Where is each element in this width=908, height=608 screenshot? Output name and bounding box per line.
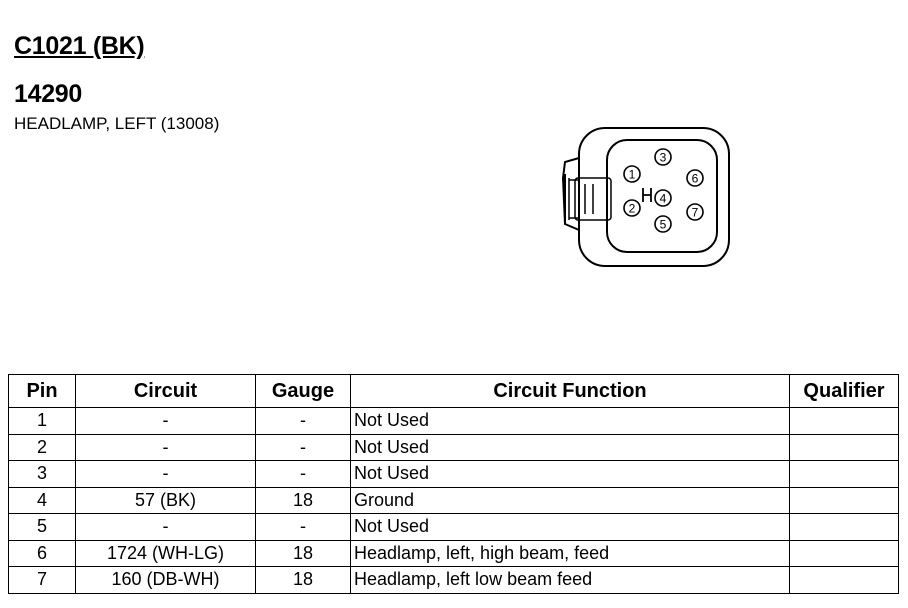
pin-cavity: 3: [654, 148, 672, 166]
col-header-qualifier: Qualifier: [789, 374, 899, 408]
cell-qualifier: [789, 566, 899, 594]
cell-gauge: 18: [255, 539, 351, 567]
table-row: 1 - - Not Used: [8, 407, 899, 435]
col-header-circuit: Circuit: [75, 374, 256, 408]
cell-gauge: 18: [255, 486, 351, 514]
connector-latch: [561, 157, 580, 231]
pin-cavities: 1 2 3 4 5 6 7: [623, 148, 704, 233]
table-row: 4 57 (BK) 18 Ground: [8, 486, 899, 514]
cell-gauge: -: [255, 407, 351, 435]
col-header-circuit-function: Circuit Function: [350, 374, 790, 408]
cell-circuit: -: [75, 460, 256, 488]
table-row: 5 - - Not Used: [8, 513, 899, 541]
pin-cavity: 6: [686, 169, 704, 187]
cell-qualifier: [789, 460, 899, 488]
pin-number-label: 3: [660, 151, 667, 165]
pin-cavity: 7: [686, 203, 704, 221]
cell-circuit: 160 (DB-WH): [75, 566, 256, 594]
cell-qualifier: [789, 539, 899, 567]
pinout-table: Pin Circuit Gauge Circuit Function Quali…: [8, 374, 899, 594]
cell-function: Headlamp, left low beam feed: [350, 566, 790, 594]
cell-pin: 3: [8, 460, 76, 488]
pin-cavity: 2: [623, 199, 641, 217]
col-header-pin: Pin: [8, 374, 76, 408]
cell-qualifier: [789, 433, 899, 461]
connector-face-svg: 1 2 3 4 5 6 7: [561, 127, 730, 267]
cell-pin: 1: [8, 407, 76, 435]
cell-gauge: -: [255, 433, 351, 461]
table-row: 2 - - Not Used: [8, 433, 899, 461]
cell-circuit: -: [75, 407, 256, 435]
connector-face-inner: [606, 139, 718, 253]
cell-function: Not Used: [350, 433, 790, 461]
cell-qualifier: [789, 486, 899, 514]
connector-housing-outer: [578, 127, 730, 267]
cell-qualifier: [789, 513, 899, 541]
cell-function: Headlamp, left, high beam, feed: [350, 539, 790, 567]
cell-pin: 6: [8, 539, 76, 567]
cell-circuit: 1724 (WH-LG): [75, 539, 256, 567]
pin-number-label: 2: [629, 202, 636, 216]
cell-function: Not Used: [350, 407, 790, 435]
pin-number-label: 7: [692, 206, 699, 220]
cell-pin: 7: [8, 566, 76, 594]
table-header-row: Pin Circuit Gauge Circuit Function Quali…: [8, 374, 899, 408]
pin-number-label: 5: [660, 218, 667, 232]
connector-face-diagram: 1 2 3 4 5 6 7: [555, 122, 735, 277]
cell-function: Not Used: [350, 460, 790, 488]
table-row: 3 - - Not Used: [8, 460, 899, 488]
cell-circuit: -: [75, 513, 256, 541]
connector-id: C1021 (BK): [14, 32, 145, 60]
cell-circuit: 57 (BK): [75, 486, 256, 514]
cell-pin: 5: [8, 513, 76, 541]
pin-number-label: 4: [660, 192, 667, 206]
pin-cavity: 5: [654, 215, 672, 233]
connector-key-mark: [642, 188, 652, 202]
cell-qualifier: [789, 407, 899, 435]
part-number: 14290: [14, 80, 83, 108]
cell-gauge: -: [255, 460, 351, 488]
col-header-gauge: Gauge: [255, 374, 351, 408]
table-row: 7 160 (DB-WH) 18 Headlamp, left low beam…: [8, 566, 899, 594]
cell-pin: 2: [8, 433, 76, 461]
pin-cavity: 1: [623, 165, 641, 183]
pin-number-label: 1: [629, 168, 636, 182]
component-name: HEADLAMP, LEFT (13008): [14, 114, 220, 133]
pin-number-label: 6: [692, 172, 699, 186]
table-row: 6 1724 (WH-LG) 18 Headlamp, left, high b…: [8, 539, 899, 567]
cell-gauge: -: [255, 513, 351, 541]
cell-circuit: -: [75, 433, 256, 461]
cell-function: Ground: [350, 486, 790, 514]
pin-cavity: 4: [654, 189, 672, 207]
cell-pin: 4: [8, 486, 76, 514]
cell-gauge: 18: [255, 566, 351, 594]
cell-function: Not Used: [350, 513, 790, 541]
